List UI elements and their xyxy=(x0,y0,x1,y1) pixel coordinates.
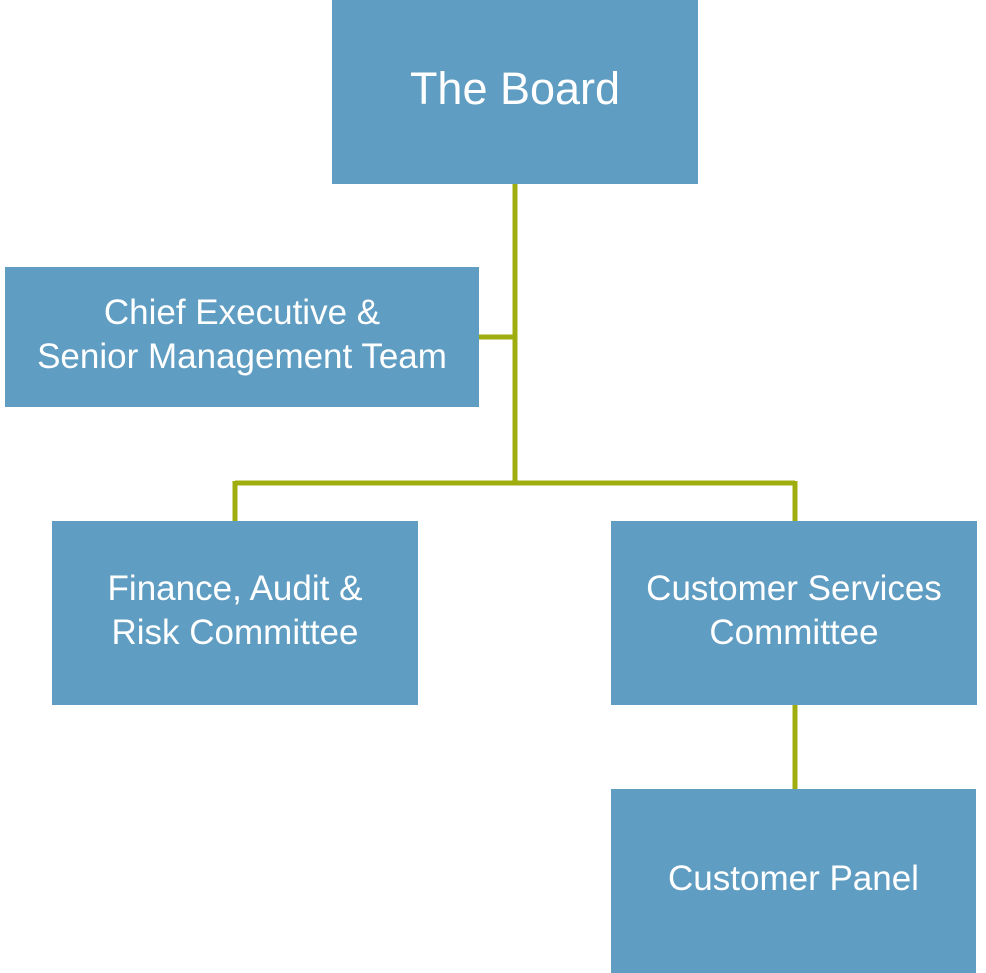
customer-panel-node: Customer Panel xyxy=(611,789,976,973)
finance-audit-risk-committee-node: Finance, Audit & Risk Committee xyxy=(52,521,418,705)
finance-audit-risk-committee-label: Finance, Audit & Risk Committee xyxy=(107,569,363,652)
board-node: The Board xyxy=(332,0,698,184)
customer-services-committee-label: Customer Services Committee xyxy=(646,569,942,652)
chief-executive-node: Chief Executive & Senior Management Team xyxy=(5,267,479,407)
customer-panel-label: Customer Panel xyxy=(668,859,919,898)
customer-services-committee-node: Customer Services Committee xyxy=(611,521,977,705)
board-label: The Board xyxy=(409,63,621,114)
chief-executive-label: Chief Executive & Senior Management Team xyxy=(37,293,447,376)
